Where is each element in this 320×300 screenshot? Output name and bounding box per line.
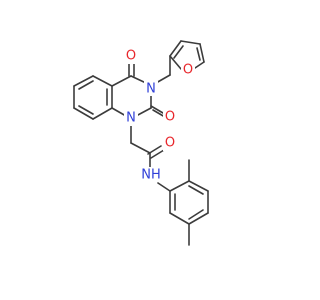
atom-label: O: [165, 110, 175, 125]
bond: [173, 45, 184, 59]
bond: [188, 180, 209, 192]
bond: [157, 182, 171, 192]
bond: [150, 105, 164, 114]
bond: [78, 105, 94, 115]
atom-label: O: [183, 63, 193, 78]
bond: [188, 185, 204, 195]
atom-oxygen: O: [181, 62, 195, 78]
atom-nitrogen: N: [124, 111, 138, 126]
bond: [199, 43, 205, 63]
bond: [92, 75, 113, 87]
atom-oxygen: O: [124, 49, 138, 64]
atom-oxygen: O: [163, 109, 177, 125]
bond: [130, 75, 147, 84]
atom-label-layer: O O O O N N NH: [124, 49, 195, 183]
bond: [73, 75, 94, 87]
bond: [196, 47, 201, 61]
bond: [169, 40, 182, 57]
atom-label: O: [165, 136, 175, 151]
bond: [92, 107, 113, 120]
atom-nitrogen-h: NH: [140, 167, 162, 183]
atom-label: NH: [141, 168, 161, 183]
atom-label: N: [146, 82, 156, 97]
atom-oxygen: O: [163, 136, 177, 151]
bond: [180, 40, 201, 45]
canvas-background: [0, 0, 300, 300]
bond: [155, 74, 171, 84]
bond: [169, 55, 182, 70]
bond: [130, 142, 151, 154]
bond: [188, 212, 209, 225]
bond: [194, 61, 205, 69]
bond: [78, 80, 94, 90]
bond: [169, 180, 190, 192]
atom-nitrogen: N: [144, 81, 158, 97]
bond: [111, 75, 132, 87]
bond: [188, 209, 204, 220]
bond: [150, 149, 165, 159]
bond: [169, 212, 190, 225]
atom-label: O: [126, 49, 136, 64]
bond: [135, 107, 152, 117]
atom-label: N: [126, 111, 136, 126]
bond: [73, 107, 94, 120]
molecule-structure: O O O O N N NH: [0, 0, 300, 300]
bond: [111, 107, 127, 117]
bond-layer: [73, 40, 209, 246]
